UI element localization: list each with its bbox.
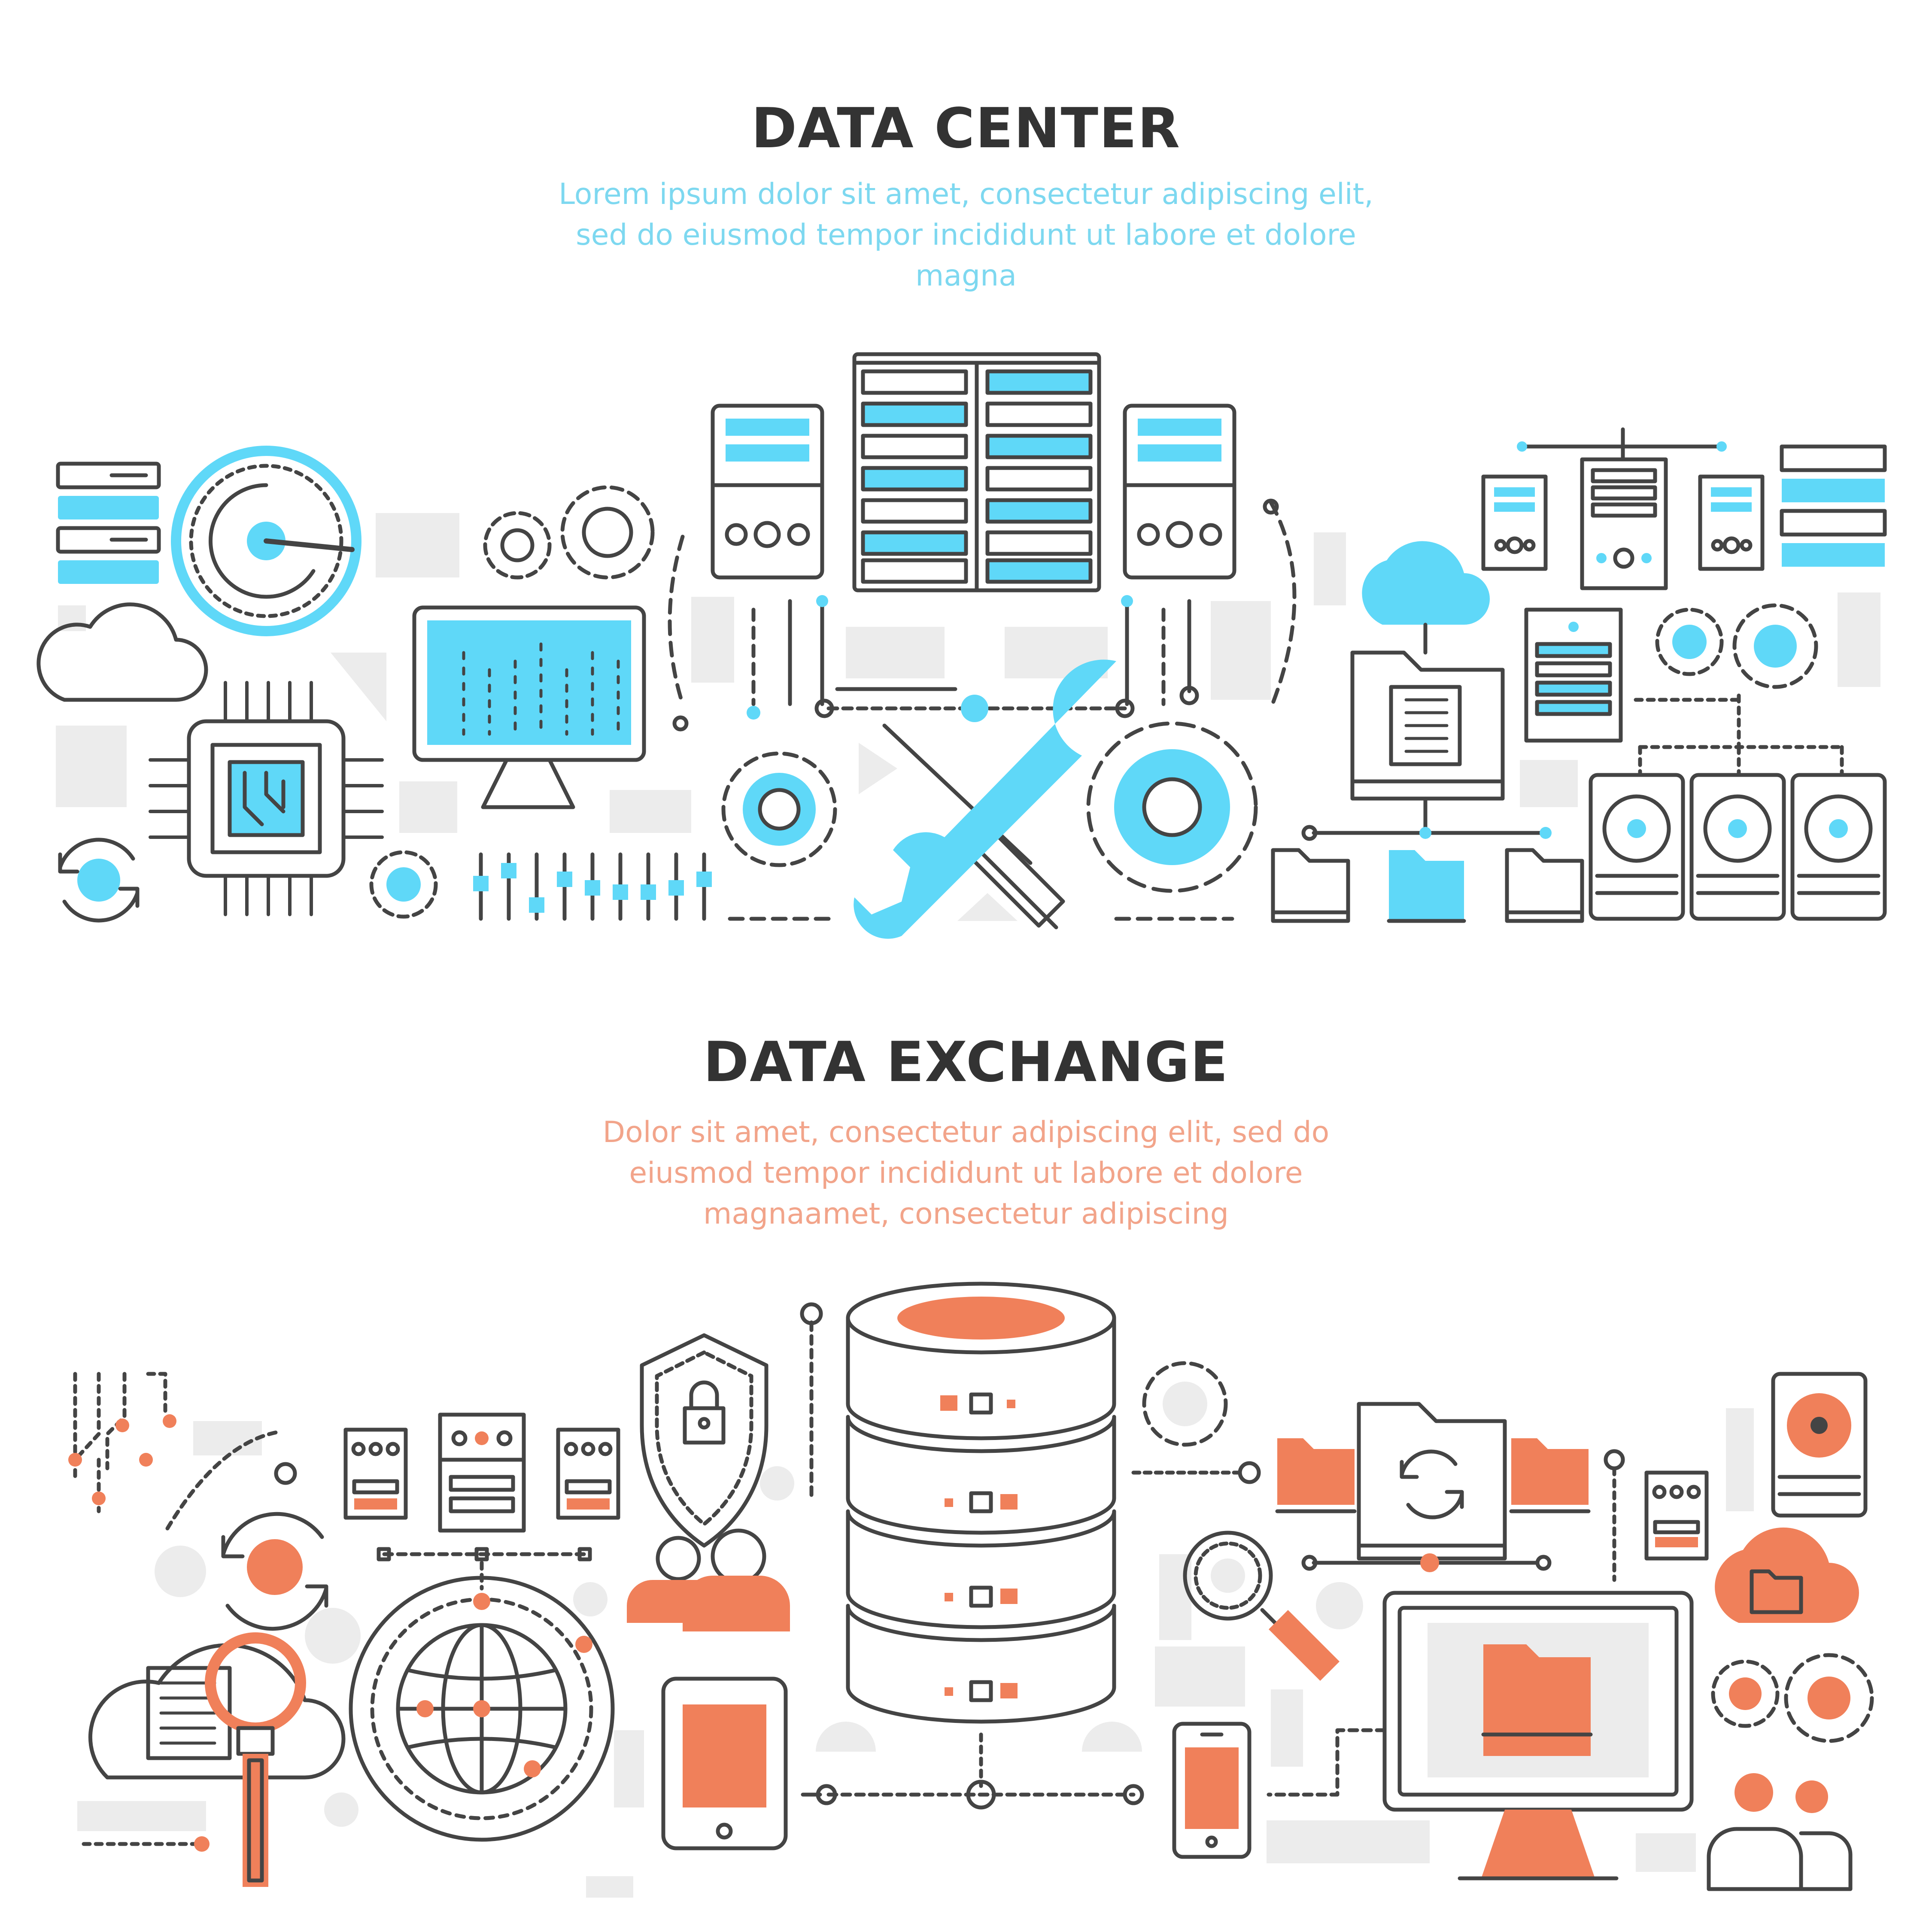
background-blocks	[77, 1408, 1754, 1898]
server-rack-icon	[56, 462, 161, 584]
sync-icon	[58, 838, 140, 923]
background-blocks	[56, 513, 1880, 921]
network-lines	[1634, 693, 1844, 775]
server-icon	[1698, 474, 1765, 571]
gear-icon	[483, 485, 655, 580]
network-lines	[668, 498, 1297, 921]
circuit-nodes	[68, 1414, 176, 1505]
folder-sync-icon	[1357, 1402, 1507, 1561]
magnifier-icon	[205, 1632, 306, 1887]
gauge-icon	[171, 446, 361, 636]
cloud-icon	[1362, 541, 1490, 625]
globe-icon	[349, 1576, 615, 1842]
monitor-icon	[1382, 1591, 1694, 1880]
hard-drive-icon	[1589, 773, 1685, 921]
magnifier-icon	[1183, 1531, 1340, 1681]
data-center-title: DATA CENTER	[751, 97, 1181, 161]
gear-icon	[1655, 603, 1818, 689]
cloud-icon	[36, 602, 208, 702]
cpu-chip-icon	[149, 681, 384, 916]
server-icon	[1644, 1470, 1709, 1561]
server-icon	[1580, 457, 1668, 590]
folder-icon	[1511, 1438, 1589, 1505]
data-exchange-subtitle: Dolor sit amet, consectetur adipiscing e…	[602, 1115, 1330, 1231]
server-rack-icon	[852, 352, 1101, 592]
monitor-icon	[412, 605, 646, 809]
slider-bar-icon	[473, 852, 712, 921]
server-icon	[343, 1428, 408, 1520]
data-center-subtitle: Lorem ipsum dolor sit amet, consectetur …	[559, 177, 1373, 293]
folder-icon	[1387, 850, 1466, 923]
tower-server-icon	[1123, 404, 1236, 580]
hard-drive-icon	[1790, 773, 1887, 921]
data-center-illustration	[36, 352, 1887, 939]
shield-lock-icon	[640, 1333, 769, 1548]
gear-icon	[1142, 1361, 1228, 1447]
hard-drive-icon	[1771, 1372, 1868, 1518]
smartphone-icon	[1172, 1722, 1252, 1859]
server-icon	[1524, 608, 1623, 743]
server-icon	[438, 1413, 526, 1533]
folder-icon	[1271, 848, 1350, 923]
data-exchange-illustration	[68, 1282, 1874, 1898]
hard-drive-icon	[1689, 773, 1786, 921]
folder-icon	[1277, 1438, 1355, 1505]
server-rack-icon	[1780, 444, 1887, 567]
network-tree-icon	[1517, 427, 1727, 462]
users-icon	[1707, 1773, 1853, 1891]
database-icon	[846, 1282, 1116, 1724]
cloud-folder-icon	[1715, 1527, 1859, 1623]
users-icon	[627, 1528, 790, 1631]
server-icon	[556, 1428, 620, 1520]
gear-icon	[1711, 1653, 1874, 1743]
folder-icon	[1350, 650, 1505, 801]
wrench-icon	[854, 659, 1116, 939]
document-icon	[1389, 685, 1462, 766]
tower-server-icon	[711, 404, 824, 580]
gear-icon	[1086, 721, 1258, 893]
tablet-icon	[661, 1677, 788, 1850]
sync-icon	[221, 1512, 328, 1631]
data-exchange-title: DATA EXCHANGE	[703, 1030, 1229, 1094]
gear-icon	[369, 850, 438, 919]
folder-icon	[1505, 848, 1584, 923]
server-icon	[1481, 474, 1548, 571]
circuit-lines	[73, 1372, 167, 1513]
gear-icon	[721, 751, 837, 867]
